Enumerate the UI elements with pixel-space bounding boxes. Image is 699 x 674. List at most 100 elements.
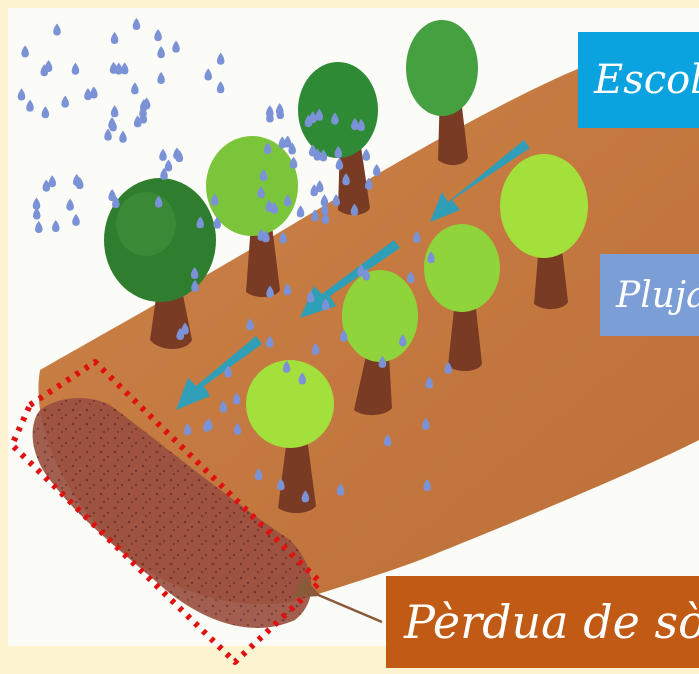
raindrop-icon <box>190 267 199 280</box>
label-runoff: Escolament <box>578 32 699 128</box>
raindrop-icon <box>259 169 268 182</box>
raindrop-icon <box>311 209 319 222</box>
raindrop-icon <box>32 207 41 220</box>
raindrop-icon <box>308 144 317 157</box>
raindrop-icon <box>266 285 274 298</box>
raindrop-icon <box>444 361 453 374</box>
raindrop-icon <box>154 195 163 208</box>
tree-icon <box>104 178 216 349</box>
label-soil-loss: Pèrdua de sòl <box>386 576 699 668</box>
raindrop-icon <box>160 167 168 180</box>
runoff-arrow-icon <box>430 140 530 222</box>
raindrop-icon <box>17 88 26 101</box>
raindrop-icon <box>320 194 329 207</box>
raindrop-icon <box>254 468 263 481</box>
raindrop-icon <box>48 175 57 188</box>
raindrop-icon <box>164 159 173 172</box>
raindrop-icon <box>191 279 199 292</box>
raindrop-icon <box>108 189 116 202</box>
raindrop-icon <box>216 52 225 65</box>
raindrop-icon <box>279 231 287 244</box>
raindrop-icon <box>110 31 119 44</box>
raindrop-icon <box>383 434 392 447</box>
raindrop-icon <box>332 194 340 207</box>
label-rain: Pluja <box>600 254 699 336</box>
raindrop-icon <box>219 400 228 413</box>
raindrop-icon <box>263 142 272 155</box>
raindrop-icon <box>159 148 167 161</box>
raindrop-icon <box>315 108 324 121</box>
raindrop-icon <box>224 365 232 378</box>
raindrop-icon <box>42 179 51 192</box>
raindrop-icon <box>21 45 29 58</box>
raindrop-icon <box>210 193 219 206</box>
raindrop-icon <box>311 342 320 355</box>
raindrop-icon <box>270 201 279 214</box>
raindrop-icon <box>296 205 305 218</box>
raindrop-icon <box>351 118 359 131</box>
raindrop-icon <box>173 147 181 160</box>
raindrop-icon <box>266 110 274 123</box>
raindrop-icon <box>335 157 344 170</box>
pointer-arrow-icon <box>292 574 383 624</box>
raindrop-icon <box>306 290 315 303</box>
raindrop-icon <box>357 119 365 132</box>
raindrop-icon <box>340 329 348 342</box>
raindrop-icon <box>205 418 213 431</box>
raindrop-icon <box>73 173 81 186</box>
raindrop-icon <box>108 117 116 130</box>
raindrop-icon <box>246 318 254 331</box>
tree-icon <box>500 154 588 310</box>
raindrop-icon <box>365 177 373 190</box>
raindrop-icon <box>196 216 205 229</box>
raindrop-icon <box>183 423 192 436</box>
raindrop-icon <box>319 149 328 162</box>
dotted-highlight-box <box>9 359 323 665</box>
raindrop-icon <box>289 156 298 169</box>
raindrop-icon <box>336 483 345 496</box>
raindrop-icon <box>44 60 53 73</box>
raindrop-icon <box>112 196 120 209</box>
raindrop-icon <box>321 298 330 311</box>
raindrop-icon <box>32 197 41 210</box>
raindrop-icon <box>71 62 80 75</box>
raindrop-icon <box>176 328 184 341</box>
raindrop-icon <box>399 334 407 347</box>
raindrop-icon <box>283 194 292 207</box>
raindrop-icon <box>301 490 310 503</box>
raindrop-icon <box>425 376 434 389</box>
raindrop-icon <box>66 198 74 211</box>
raindrop-icon <box>283 283 292 296</box>
raindrop-icon <box>213 216 221 229</box>
raindrop-icon <box>119 130 127 143</box>
raindrop-icon <box>72 213 80 226</box>
eroded-soil-mass <box>32 398 312 628</box>
raindrop-icon <box>41 106 50 119</box>
raindrop-icon <box>52 219 60 232</box>
raindrop-icon <box>61 95 69 108</box>
raindrop-icon <box>257 186 265 199</box>
raindrop-icon <box>154 29 162 42</box>
raindrop-icon <box>378 355 387 368</box>
raindrop-icon <box>84 88 92 101</box>
raindrop-icon <box>276 103 284 116</box>
raindrop-icon <box>321 211 330 224</box>
runoff-arrows <box>176 140 530 410</box>
raindrop-icon <box>282 360 291 373</box>
raindrop-icon <box>26 99 34 112</box>
raindrop-icon <box>232 392 241 405</box>
raindrop-icon <box>233 422 242 435</box>
raindrop-icon <box>277 478 285 491</box>
raindrop-icon <box>407 271 415 284</box>
raindrop-icon <box>350 203 359 216</box>
raindrop-icon <box>427 251 435 264</box>
raindrop-icon <box>298 372 307 385</box>
raindrop-icon <box>315 180 324 193</box>
raindrop-icon <box>131 82 139 95</box>
raindrop-icon <box>334 146 343 159</box>
raindrop-icon <box>204 68 212 81</box>
raindrop-icon <box>157 71 165 84</box>
raindrop-icon <box>342 173 350 186</box>
raindrop-icon <box>133 115 142 128</box>
raindrop-icon <box>172 40 180 53</box>
